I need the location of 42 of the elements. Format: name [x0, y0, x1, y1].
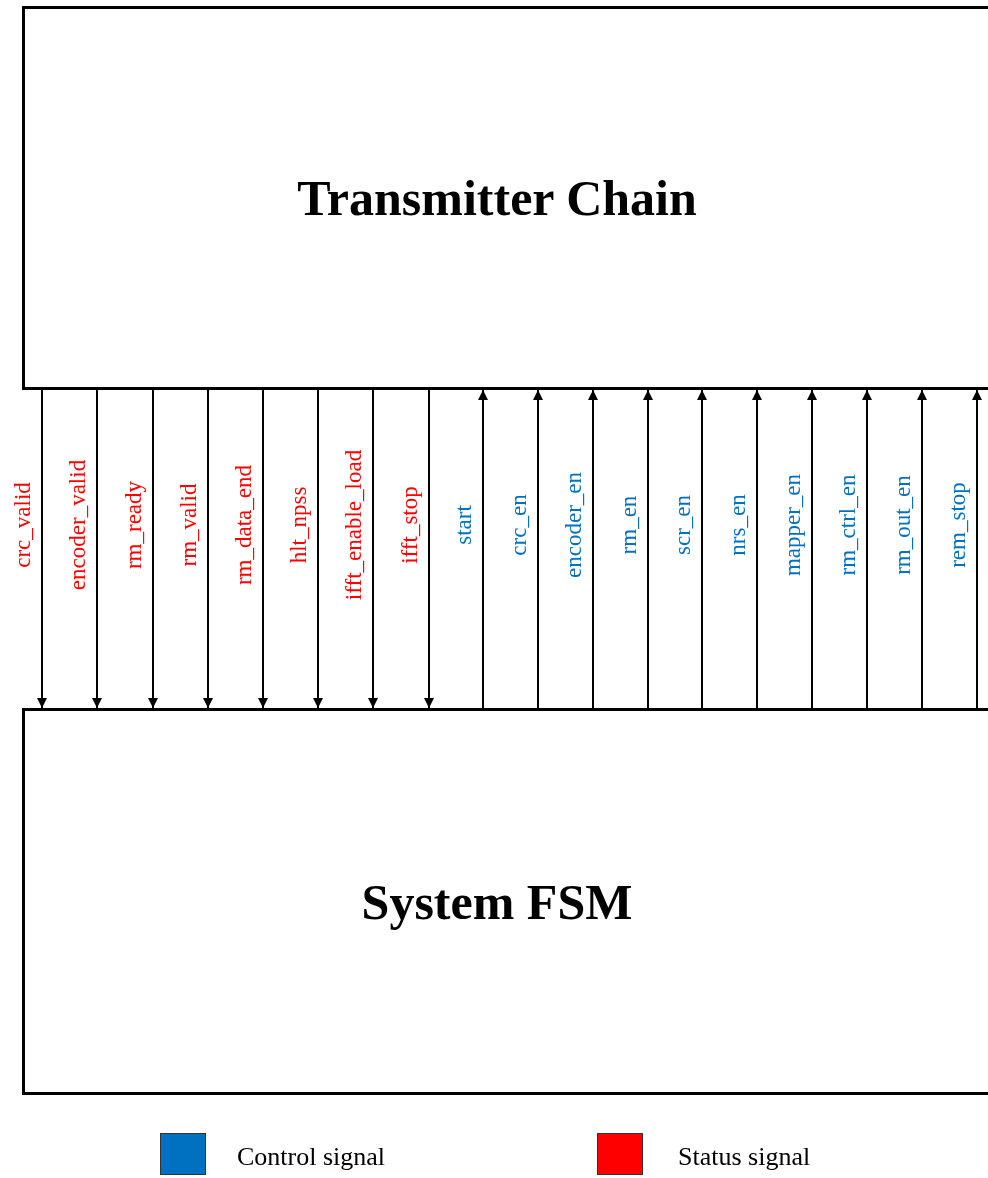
- arrow: [313, 389, 323, 709]
- arrow: [92, 389, 102, 709]
- signal-label: rm_out_en: [890, 475, 914, 575]
- block-box: [22, 6, 988, 390]
- signal-label: encoder_valid: [65, 459, 89, 591]
- signal-label: crc_en: [506, 494, 530, 556]
- arrow: [917, 389, 927, 709]
- arrow: [533, 389, 543, 709]
- signal-label: encoder_en: [561, 472, 585, 578]
- arrow: [752, 389, 762, 709]
- arrow: [862, 389, 872, 709]
- signal-label: rm_ctrl_en: [835, 474, 859, 576]
- signal-label: ifft_stop: [397, 486, 421, 564]
- arrow: [368, 389, 378, 709]
- arrow: [807, 389, 817, 709]
- signal-label: start: [451, 505, 475, 545]
- arrow: [148, 389, 158, 709]
- legend-label: Control signal: [237, 1142, 386, 1172]
- arrow: [258, 389, 268, 709]
- signal-label: rm_en: [616, 495, 640, 555]
- signal-label: rm_ready: [121, 480, 145, 570]
- arrow: [588, 389, 598, 709]
- signal-label: mapper_en: [780, 473, 804, 577]
- block-box: [22, 708, 988, 1095]
- signal-label: scr_en: [670, 495, 694, 555]
- arrow: [697, 389, 707, 709]
- arrow: [478, 389, 488, 709]
- arrow: [203, 389, 213, 709]
- signal-label: crc_valid: [10, 482, 34, 568]
- signal-label: rm_valid: [176, 483, 200, 567]
- signal-label: rem_stop: [945, 482, 969, 568]
- block-title: Transmitter Chain: [297, 169, 697, 227]
- arrow: [643, 389, 653, 709]
- legend-label: Status signal: [678, 1142, 811, 1172]
- arrow: [37, 389, 47, 709]
- signal-label: nrs_en: [725, 494, 749, 556]
- signal-label: hlt_npss: [286, 486, 310, 564]
- signal-label: rm_data_end: [231, 464, 255, 586]
- block-title: System FSM: [361, 872, 633, 931]
- arrow: [424, 389, 434, 709]
- arrow: [972, 389, 982, 709]
- signal-label: ifft_enable_load: [341, 449, 365, 601]
